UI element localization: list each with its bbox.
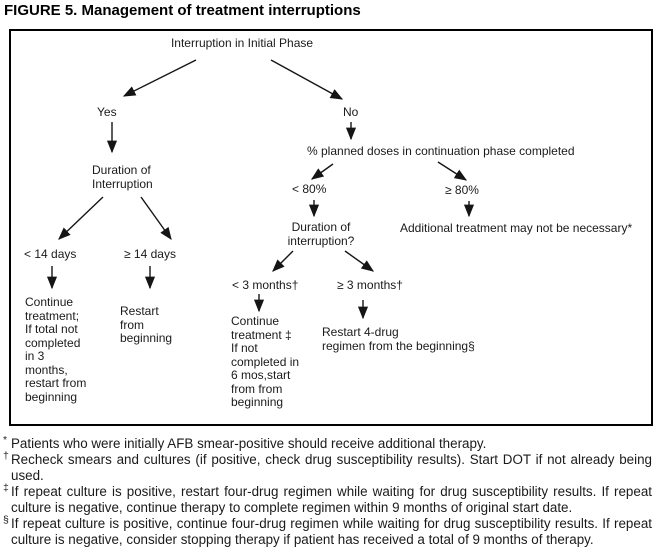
node-duration-of-interruption-question: Duration of interruption?: [287, 220, 355, 248]
node-ge-14-days: ≥ 14 days: [124, 247, 176, 261]
footnote-dagger: †Recheck smears and cultures (if positiv…: [2, 450, 652, 484]
node-outcome-restart-4-drug-regimen: Restart 4-drug regimen from the beginnin…: [322, 325, 475, 353]
footnote-dagger-text: Recheck smears and cultures (if positive…: [11, 452, 652, 483]
node-ge-3-months: ≥ 3 months†: [337, 278, 403, 292]
footnote-double-dagger-text: If repeat culture is positive, restart f…: [11, 484, 652, 515]
node-outcome-continue-treatment-6-months: Continue treatment ‡ If not completed in…: [231, 314, 300, 409]
footnote-asterisk: *Patients who were initially AFB smear-p…: [2, 434, 652, 452]
node-ge-80pct: ≥ 80%: [445, 183, 479, 197]
footnote-dagger-marker: †: [3, 450, 9, 462]
footnote-section-text: If repeat culture is positive, continue …: [11, 516, 652, 547]
node-no: No: [343, 105, 359, 119]
node-lt-14-days: < 14 days: [24, 247, 77, 261]
footnote-asterisk-text: Patients who were initially AFB smear-po…: [11, 436, 487, 451]
footnote-double-dagger-marker: ‡: [3, 482, 9, 494]
footnote-section-marker: §: [3, 514, 9, 526]
footnote-section: §If repeat culture is positive, continue…: [2, 514, 652, 548]
node-duration-of-interruption: Duration of Interruption: [92, 163, 153, 191]
node-root-interruption-initial-phase: Interruption in Initial Phase: [170, 36, 314, 50]
node-lt-3-months: < 3 months†: [232, 278, 299, 292]
node-yes: Yes: [97, 105, 117, 119]
node-outcome-additional-treatment-not-necessary: Additional treatment may not be necessar…: [400, 221, 633, 235]
node-lt-80pct: < 80%: [292, 182, 327, 196]
node-pct-planned-doses: % planned doses in continuation phase co…: [307, 144, 575, 158]
figure-title: FIGURE 5. Management of treatment interr…: [4, 2, 361, 19]
footnote-double-dagger: ‡If repeat culture is positive, restart …: [2, 482, 652, 516]
node-outcome-continue-treatment-3-months: Continue treatment; If total not complet…: [25, 295, 87, 404]
node-outcome-restart-from-beginning: Restart from beginning: [120, 304, 173, 345]
footnote-asterisk-marker: *: [3, 434, 8, 446]
footnotes: *Patients who were initially AFB smear-p…: [2, 434, 652, 548]
